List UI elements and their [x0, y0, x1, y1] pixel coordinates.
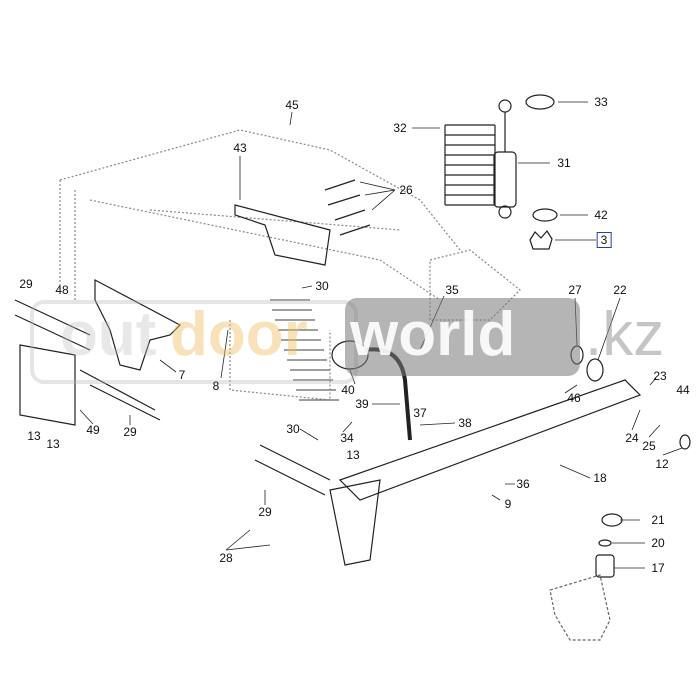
part-callout: 23 [653, 369, 667, 383]
highlighted-part-callout: 3 [596, 232, 612, 248]
part-callout: 30 [286, 422, 300, 436]
part-callout: 36 [516, 477, 530, 491]
part-callout: 13 [346, 448, 360, 462]
coil-spring [444, 124, 496, 206]
bolts [324, 179, 371, 236]
lower-shock [270, 299, 339, 401]
part-callout: 24 [625, 431, 639, 445]
rods [14, 299, 331, 496]
leader-lines [79, 101, 683, 569]
part-callout: 22 [613, 283, 627, 297]
mounting-plate [94, 279, 181, 371]
part-callout: 30 [315, 279, 329, 293]
part-callout: 12 [655, 457, 669, 471]
watermark-text: .kz [585, 300, 665, 369]
cap [601, 513, 623, 527]
bushing-22 [586, 358, 604, 382]
part-callout: 8 [212, 379, 220, 393]
part-callout: 48 [55, 283, 69, 297]
part-callout: 35 [445, 283, 459, 297]
part-callout: 43 [233, 141, 247, 155]
part-callout: 42 [594, 208, 608, 222]
bracket [234, 204, 331, 266]
part-callout: 32 [393, 121, 407, 135]
part-callout: 26 [399, 183, 413, 197]
watermark-text: out [60, 300, 157, 369]
axle [338, 379, 642, 501]
washer [532, 208, 558, 222]
ring [598, 539, 612, 547]
part-callout: 13 [46, 437, 60, 451]
spring-cap [525, 94, 555, 110]
cap-12 [679, 434, 691, 450]
part-callout: 29 [19, 277, 33, 291]
part-callout: 40 [341, 383, 355, 397]
part-callout: 27 [568, 283, 582, 297]
part-callout: 21 [651, 513, 665, 527]
part-callout: 13 [27, 429, 41, 443]
part-callout: 7 [178, 368, 186, 382]
part-callout: 33 [594, 95, 608, 109]
bushing [595, 554, 615, 578]
part-callout: 38 [458, 416, 472, 430]
part-callout: 9 [504, 497, 512, 511]
watermark-text: door [170, 300, 308, 369]
part-callout: 44 [676, 383, 690, 397]
part-callout: 17 [651, 561, 665, 575]
part-callout: 31 [557, 156, 571, 170]
watermark-box [345, 298, 580, 376]
part-callout: 25 [642, 439, 656, 453]
part-callout: 45 [285, 98, 299, 112]
watermark-text: world [350, 300, 516, 369]
spindle [329, 479, 381, 566]
spindle-outline [549, 574, 611, 641]
side-plate [19, 344, 76, 426]
part-callout: 29 [258, 505, 272, 519]
part-callout: 37 [413, 406, 427, 420]
bumper [529, 229, 553, 250]
part-callout: 28 [219, 551, 233, 565]
part-callout: 46 [567, 391, 581, 405]
part-callout: 20 [651, 536, 665, 550]
part-callout: 34 [340, 431, 354, 445]
part-callout: 39 [355, 397, 369, 411]
part-callout: 18 [593, 471, 607, 485]
part-callout: 29 [123, 425, 137, 439]
part-callout: 49 [86, 423, 100, 437]
shock-absorber [493, 99, 517, 219]
